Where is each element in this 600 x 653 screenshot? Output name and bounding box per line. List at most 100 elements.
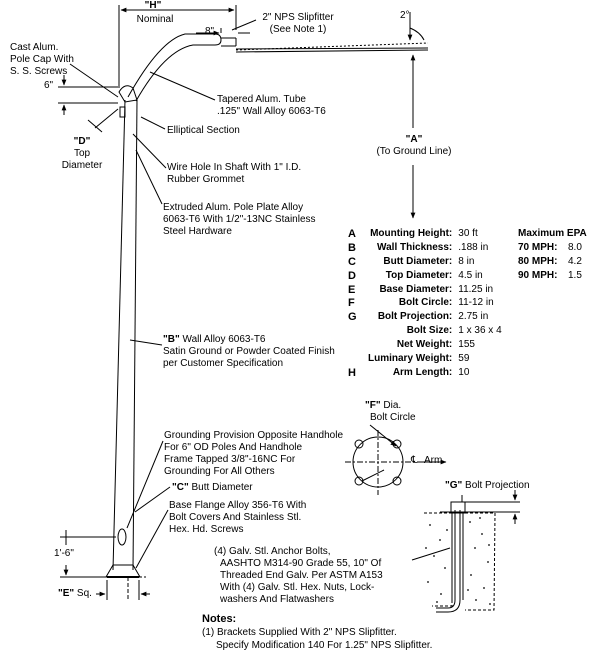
wire-hole-label-1: Wire Hole In Shaft With 1" I.D. bbox=[167, 162, 302, 173]
to-ground-label: (To Ground Line) bbox=[376, 146, 452, 157]
bolt-circle-label-2: Bolt Circle bbox=[370, 412, 416, 423]
dim-e-lines bbox=[96, 580, 150, 600]
wall-leader bbox=[129, 339, 163, 346]
spec-letter bbox=[348, 352, 365, 366]
wall-label-3: per Customer Specification bbox=[163, 358, 284, 369]
anchor-bolt-section bbox=[424, 490, 520, 613]
wall-label-2: Satin Ground or Powder Coated Finish bbox=[163, 346, 335, 357]
elliptical-label: Elliptical Section bbox=[167, 125, 240, 136]
dim-6in-label: 6" bbox=[44, 80, 54, 91]
tapered-label-2: .125" Wall Alloy 6063-T6 bbox=[217, 106, 326, 117]
spec-letter: H bbox=[348, 366, 356, 379]
bolt-proj-label: "G" Bolt Projection bbox=[445, 480, 530, 492]
dim-a-label: "A" bbox=[405, 134, 423, 145]
spec-row: Net Weight:155 bbox=[348, 338, 505, 352]
dim-h-label: "H" bbox=[144, 0, 162, 11]
bolt-circle-view bbox=[345, 424, 447, 495]
spec-label: Butt Diameter: bbox=[383, 255, 453, 267]
spec-letter bbox=[348, 338, 365, 352]
spec-value: 11-12 in bbox=[458, 297, 494, 309]
angle-label: 2° bbox=[400, 10, 410, 21]
nominal-label: Nominal bbox=[136, 14, 174, 25]
bolt-proj-letter: "G" bbox=[445, 480, 463, 491]
spec-value: 11.25 in bbox=[458, 283, 494, 295]
spec-letter: G bbox=[348, 311, 357, 324]
pole-plate-label-1: Extruded Alum. Pole Plate Alloy bbox=[163, 202, 304, 213]
top-dia-leader bbox=[94, 108, 119, 129]
anchor-label-1: (4) Galv. Stl. Anchor Bolts, bbox=[214, 546, 331, 557]
spec-letter: E bbox=[348, 283, 356, 296]
spec-label: Arm Length: bbox=[392, 366, 453, 378]
centerline-symbol: ℄ bbox=[411, 455, 418, 466]
spec-letter: F bbox=[348, 297, 355, 310]
cap-leader bbox=[69, 63, 119, 98]
spec-value: 1 x 36 x 4 bbox=[458, 325, 502, 337]
spec-row: Luminary Weight:59 bbox=[348, 352, 505, 366]
pole-cap-label-3: S. S. Screws bbox=[10, 66, 68, 77]
epa-row: 80 MPH:4.2 bbox=[518, 255, 582, 267]
base-label-2: Bolt Covers And Stainless Stl. bbox=[169, 512, 302, 523]
pole-plate-label-3: Steel Hardware bbox=[163, 226, 232, 237]
dim-h-lines bbox=[118, 5, 237, 88]
pole-plate bbox=[119, 106, 126, 118]
spec-letter: A bbox=[348, 227, 356, 240]
dim-a-lines bbox=[407, 12, 425, 219]
dim-f-letter: "F" bbox=[365, 400, 381, 411]
butt-c-letter: "C" bbox=[172, 482, 189, 493]
slipfitter-label-1: 2" NPS Slipfitter bbox=[262, 12, 334, 23]
dim-6in-lines bbox=[58, 75, 118, 115]
epa-title: Maximum EPA bbox=[518, 228, 587, 239]
spec-label: Top Diameter: bbox=[385, 269, 453, 281]
anchor-label-4: With (4) Galv. Stl. Hex. Nuts, Lock- bbox=[220, 582, 375, 593]
note-line-2: Specify Modification 140 For 1.25" NPS S… bbox=[216, 640, 433, 651]
grounding-label-3: Frame Tapped 3/8"-16NC For bbox=[164, 454, 296, 465]
spec-letter: C bbox=[348, 255, 356, 268]
top-label: Top bbox=[73, 148, 91, 159]
pole-cap-label-2: Pole Cap With bbox=[10, 54, 74, 65]
base-label-3: Hex. Hd. Screws bbox=[169, 524, 244, 535]
grounding-label-1: Grounding Provision Opposite Handhole bbox=[164, 430, 343, 441]
spec-label: Mounting Height: bbox=[370, 227, 453, 239]
notes-title: Notes: bbox=[202, 613, 237, 625]
butt-c-text: Butt Diameter bbox=[188, 482, 253, 493]
handhole bbox=[117, 528, 127, 546]
tapered-label-1: Tapered Alum. Tube bbox=[217, 94, 306, 105]
wire-hole-leader bbox=[132, 133, 167, 169]
bolt-circle-label-1: "F" Dia. bbox=[365, 400, 401, 412]
epa-block: Maximum EPA 70 MPH:8.0 80 MPH:4.2 90 MPH… bbox=[518, 227, 587, 283]
spec-label: Net Weight: bbox=[396, 339, 453, 351]
spec-value: 8 in bbox=[458, 255, 475, 267]
concrete-speckle bbox=[425, 517, 491, 605]
pole-cap-label-1: Cast Alum. bbox=[10, 42, 59, 53]
wall-b-letter: "B" bbox=[163, 334, 180, 345]
tapered-arm bbox=[127, 33, 222, 102]
base-flange bbox=[105, 564, 141, 578]
anchor-leader bbox=[411, 547, 451, 561]
spec-value: 4.5 in bbox=[458, 269, 483, 281]
spec-label: Bolt Projection: bbox=[377, 311, 453, 323]
spec-letter bbox=[348, 324, 365, 338]
pole-cap bbox=[118, 85, 138, 103]
bolt-proj-text: Bolt Projection bbox=[462, 480, 530, 491]
slipfitter-tube bbox=[221, 37, 237, 47]
pole-shaft bbox=[112, 99, 138, 571]
dim-8in-lines bbox=[196, 28, 250, 36]
epa-row: 70 MPH:8.0 bbox=[518, 241, 582, 253]
spec-label: Wall Thickness: bbox=[377, 241, 453, 253]
spec-letter: B bbox=[348, 241, 356, 254]
grounding-leader bbox=[126, 440, 164, 529]
pole-plate-label-2: 6063-T6 With 1/2"-13NC Stainless bbox=[163, 214, 316, 225]
spec-label: Luminary Weight: bbox=[368, 352, 453, 364]
spec-label: Bolt Size: bbox=[406, 325, 453, 337]
base-label-1: Base Flange Alloy 356-T6 With bbox=[169, 500, 307, 511]
arm-label: Arm bbox=[424, 455, 443, 466]
spec-label: Base Diameter: bbox=[379, 283, 453, 295]
dim-8in-label: 8" bbox=[205, 26, 215, 37]
anchor-label-5: washers And Flatwashers bbox=[220, 594, 334, 605]
